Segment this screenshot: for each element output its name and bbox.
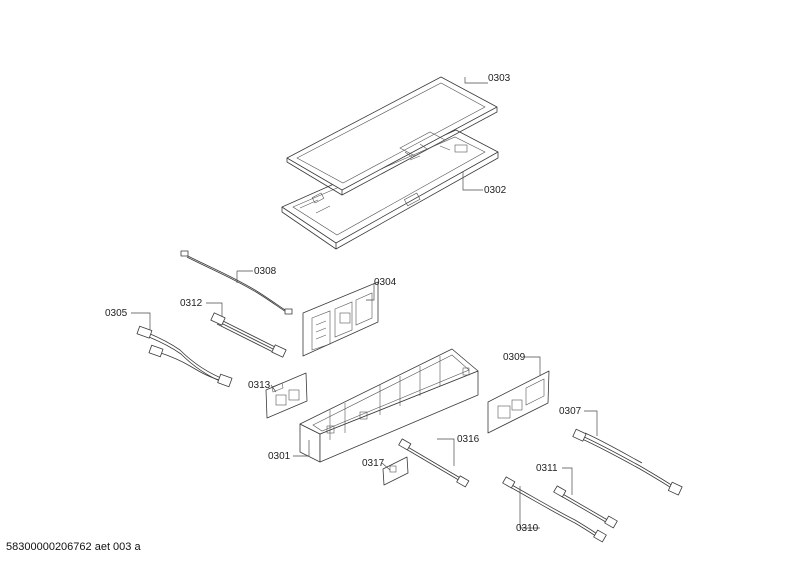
leader-0317 [381, 462, 391, 471]
part-0313-small-board[interactable] [265, 372, 308, 419]
leader-0308 [236, 270, 253, 283]
part-0303-cover-lid[interactable] [286, 76, 498, 196]
label-0312: 0312 [180, 298, 203, 309]
part-0308-sensor-cable[interactable] [180, 250, 293, 315]
leader-0310 [519, 486, 540, 529]
leader-0307 [584, 410, 598, 436]
part-0309-power-board[interactable] [487, 370, 550, 434]
leader-0309 [524, 356, 541, 375]
part-0307-cable[interactable] [572, 428, 683, 496]
leader-lines [131, 77, 598, 529]
label-0311: 0311 [536, 463, 558, 474]
part-0305-wire-harness[interactable] [136, 325, 233, 388]
part-0312-ribbon-harness[interactable] [210, 312, 287, 358]
label-0301: 0301 [268, 451, 291, 462]
part-0317-small-module[interactable] [382, 456, 409, 486]
leader-0311 [562, 467, 573, 495]
leader-0301 [293, 440, 310, 457]
label-0304: 0304 [374, 277, 397, 288]
part-0311-cable[interactable] [553, 485, 618, 529]
label-0309: 0309 [503, 352, 526, 363]
label-0305: 0305 [105, 308, 128, 319]
label-0308: 0308 [254, 266, 277, 277]
leader-0312 [206, 302, 223, 316]
leader-0313 [270, 384, 277, 393]
label-0316: 0316 [457, 434, 480, 445]
leader-0304 [366, 283, 375, 301]
label-0317: 0317 [362, 458, 385, 469]
leader-0305 [131, 312, 151, 330]
label-0307: 0307 [559, 406, 582, 417]
leader-0303 [464, 77, 488, 84]
part-labels: 0303 0302 0308 0304 0312 0305 0309 0313 … [105, 73, 582, 534]
label-0313: 0313 [248, 380, 271, 391]
leader-0316 [437, 438, 455, 466]
label-0302: 0302 [484, 185, 507, 196]
part-0310-cable[interactable] [502, 476, 607, 543]
document-number: 58300000206762 aet 003 a [6, 541, 141, 553]
part-0304-control-board[interactable] [302, 281, 379, 357]
label-0303: 0303 [488, 73, 511, 84]
label-0310: 0310 [516, 523, 539, 534]
part-0301-housing[interactable] [299, 348, 479, 463]
part-0316-cable[interactable] [398, 438, 470, 488]
leader-0302 [462, 172, 483, 191]
